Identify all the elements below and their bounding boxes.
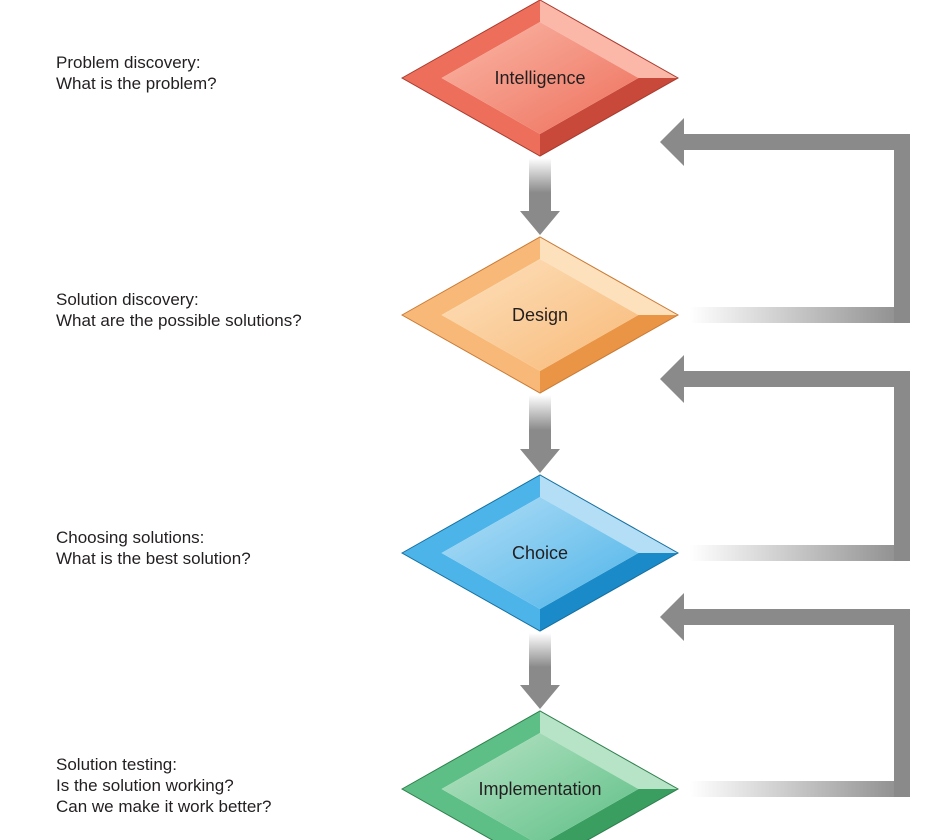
stage-label-design: Design xyxy=(512,305,568,325)
description-line: Can we make it work better? xyxy=(56,797,271,816)
diamond-face xyxy=(441,22,639,134)
description-line: What is the problem? xyxy=(56,74,217,93)
feedback-arrow-2 xyxy=(660,355,910,561)
stage-label-choice: Choice xyxy=(512,543,568,563)
feedback-arrow-3 xyxy=(660,593,910,797)
diamond-outline xyxy=(400,236,680,394)
diamond-face xyxy=(441,733,639,840)
description-line: What are the possible solutions? xyxy=(56,311,302,330)
description-line: Solution testing: xyxy=(56,755,177,774)
stage-label-implementation: Implementation xyxy=(478,779,601,799)
stage-implementation: Implementation xyxy=(400,710,680,840)
diamond-facet-bottom-left xyxy=(402,789,532,840)
stage-description-intelligence: Problem discovery: What is the problem? xyxy=(56,53,217,93)
stage-choice: Choice xyxy=(400,474,680,632)
diamond-outline xyxy=(400,710,680,840)
stage-description-design: Solution discovery: What are the possible… xyxy=(56,290,302,330)
stage-description-implementation: Solution testing: Is the solution working… xyxy=(56,755,271,816)
stage-design: Design xyxy=(400,236,680,394)
description-line: Solution discovery: xyxy=(56,290,199,309)
diamond-face xyxy=(441,497,639,609)
stage-intelligence: Intelligence xyxy=(400,0,680,157)
diamond-facet-bottom-right xyxy=(548,789,678,840)
down-arrow-2 xyxy=(520,395,560,473)
diamond-outline xyxy=(400,0,680,157)
diamond-outline xyxy=(400,474,680,632)
down-arrow-3 xyxy=(520,633,560,709)
description-line: Is the solution working? xyxy=(56,776,234,795)
down-arrow-1 xyxy=(520,158,560,235)
stage-label-intelligence: Intelligence xyxy=(494,68,585,88)
diamond-face xyxy=(441,259,639,371)
feedback-arrow-1 xyxy=(660,118,910,323)
description-line: Problem discovery: xyxy=(56,53,201,72)
description-line: Choosing solutions: xyxy=(56,528,204,547)
description-line: What is the best solution? xyxy=(56,549,251,568)
stage-description-choice: Choosing solutions: What is the best solu… xyxy=(56,528,251,568)
